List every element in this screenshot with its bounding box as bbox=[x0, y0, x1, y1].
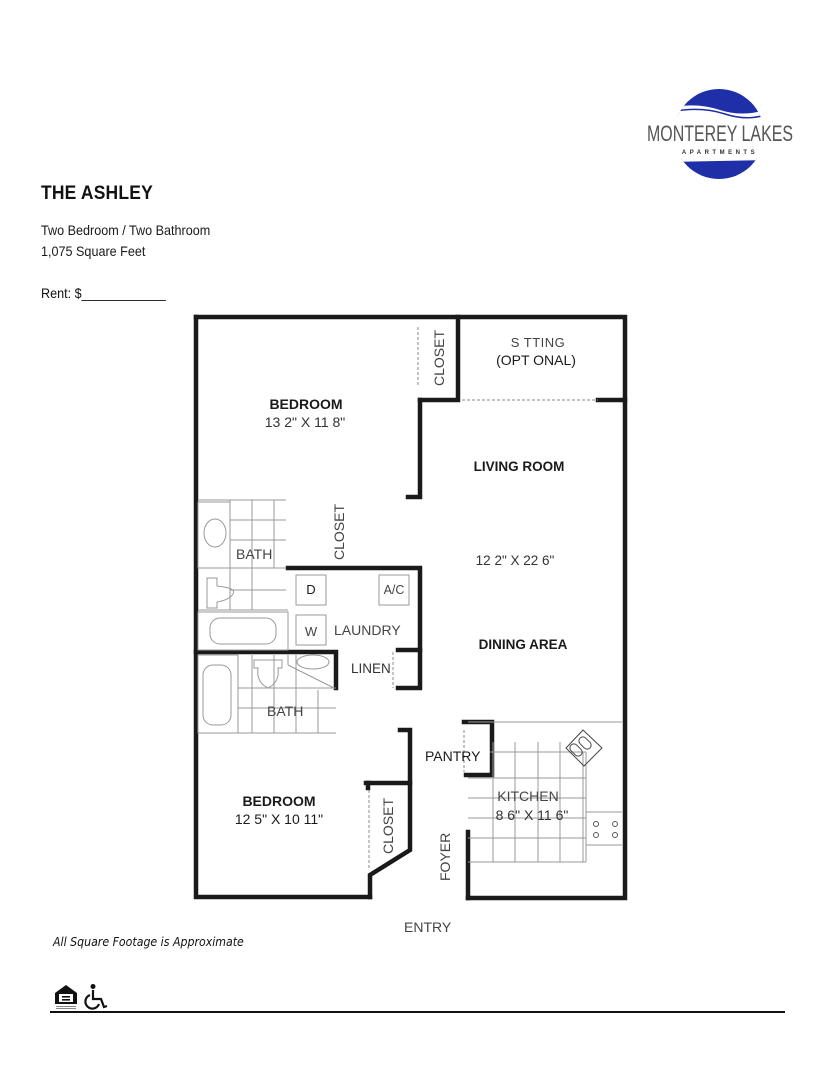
closet2-label: CLOSET bbox=[331, 504, 347, 560]
living-room-label: LIVING ROOM bbox=[474, 459, 565, 474]
pantry-label: PANTRY bbox=[425, 748, 481, 764]
kitchen-dims: 8 6" X 11 6" bbox=[496, 807, 569, 823]
sitting-note: (OPT ONAL) bbox=[496, 352, 576, 368]
bedroom1-dims: 13 2" X 11 8" bbox=[265, 414, 346, 430]
bed-bath-info: Two Bedroom / Two Bathroom bbox=[41, 222, 211, 238]
linen-label: LINEN bbox=[351, 661, 391, 676]
dryer-label: D bbox=[306, 582, 315, 597]
bath1-label: BATH bbox=[236, 546, 272, 562]
bedroom1-label: BEDROOM bbox=[269, 396, 342, 412]
wheelchair-accessible-icon bbox=[84, 983, 110, 1011]
living-room-dims: 12 2" X 22 6" bbox=[476, 553, 555, 568]
footer-divider bbox=[50, 1011, 785, 1013]
logo-name: MONTEREY LAKES bbox=[647, 121, 793, 146]
square-feet-info: 1,075 Square Feet bbox=[41, 243, 146, 259]
bath2-label: BATH bbox=[267, 703, 303, 719]
laundry-label: LAUNDRY bbox=[334, 622, 401, 638]
bedroom2-dims: 12 5" X 10 11" bbox=[235, 811, 323, 827]
closet3-label: CLOSET bbox=[380, 798, 396, 854]
washer-label: W bbox=[305, 624, 318, 639]
plan-title: THE ASHLEY bbox=[41, 183, 153, 204]
bedroom2-label: BEDROOM bbox=[242, 793, 315, 809]
closet1-label: CLOSET bbox=[431, 330, 447, 386]
entry-label: ENTRY bbox=[404, 919, 452, 935]
equal-housing-opportunity-icon bbox=[53, 983, 79, 1011]
dining-area-label: DINING AREA bbox=[479, 637, 568, 652]
monterey-lakes-logo: MONTEREY LAKES APARTMENTS bbox=[640, 86, 800, 184]
rent-field: Rent: $____________ bbox=[41, 285, 166, 301]
logo-tagline: APARTMENTS bbox=[682, 150, 758, 156]
sitting-label: S TTING bbox=[511, 335, 566, 350]
kitchen-label: KITCHEN bbox=[497, 788, 558, 804]
ac-label: A/C bbox=[384, 583, 405, 597]
foyer-label: FOYER bbox=[437, 833, 453, 881]
square-footage-note: All Square Footage is Approximate bbox=[53, 934, 244, 949]
